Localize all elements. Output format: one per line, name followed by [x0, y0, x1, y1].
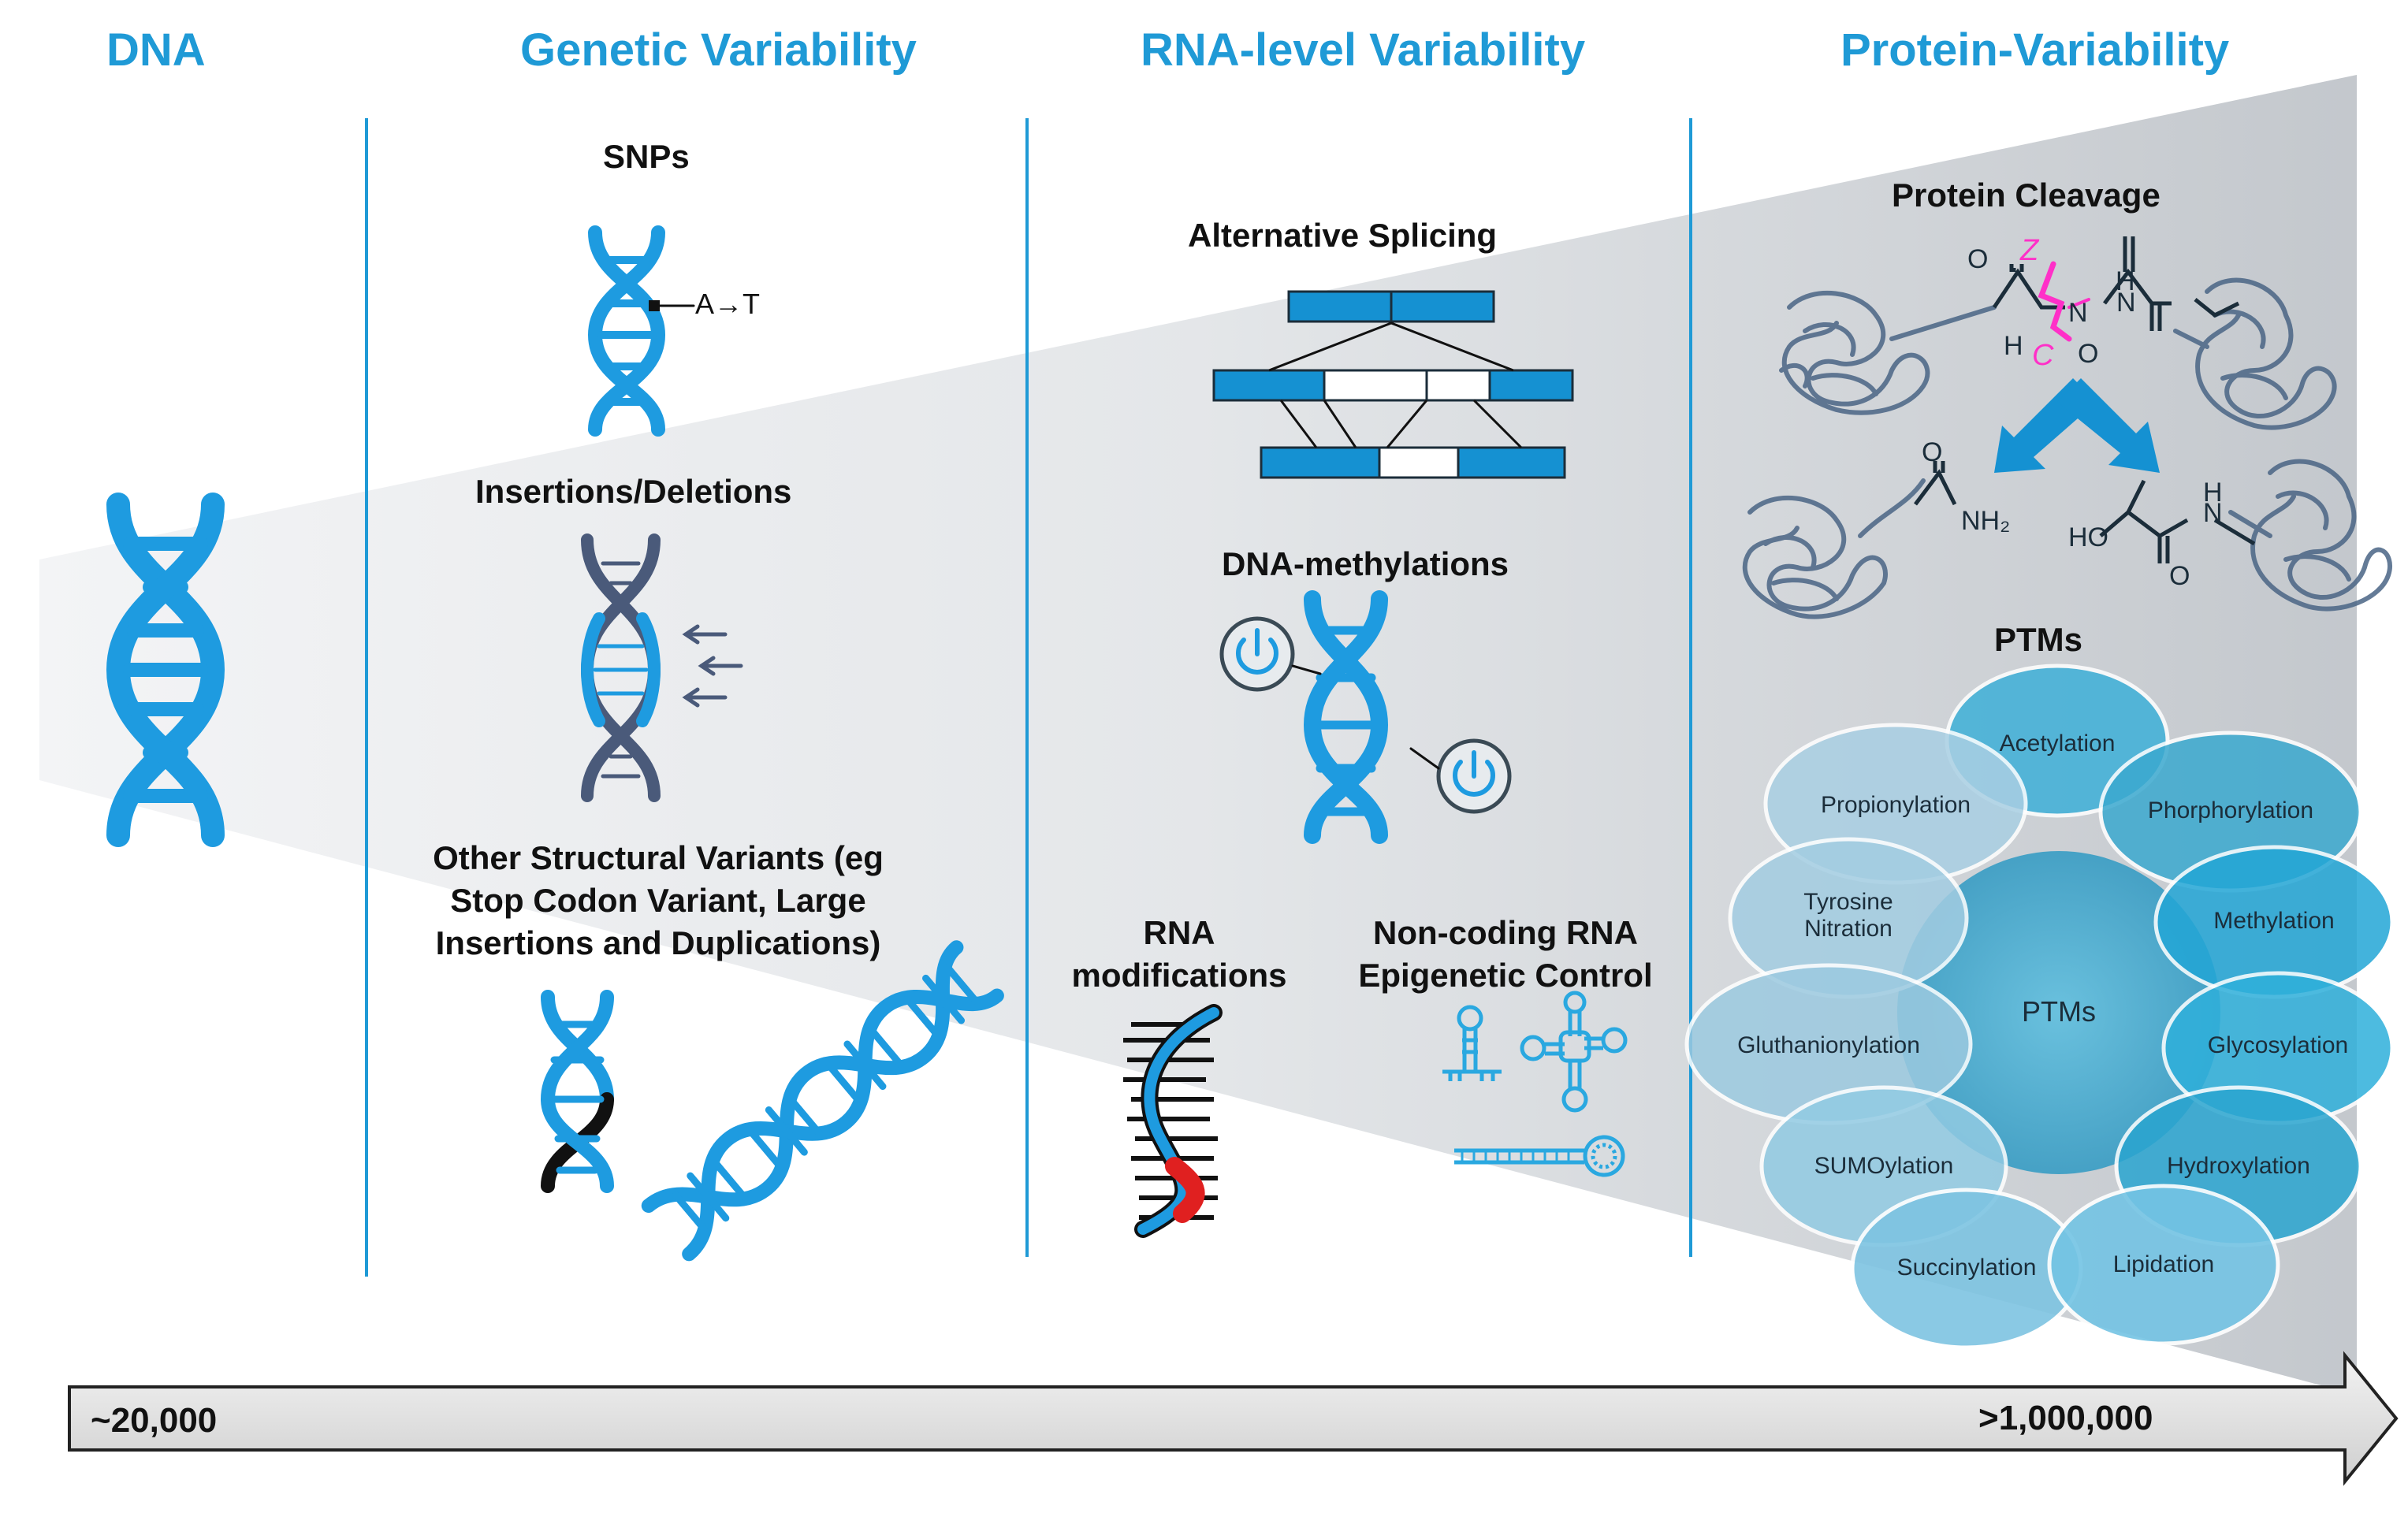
chem-atom: O — [1922, 437, 1943, 467]
ptm-label-tyrosine-line2: Nitration — [1804, 916, 1893, 942]
chem-atom-cleavage-z: Z — [2020, 234, 2039, 267]
cleavage-bonds — [1914, 236, 2256, 563]
protein-structure-icon — [2228, 459, 2392, 612]
ptm-label-glycosylation: Glycosylation — [2207, 1032, 2349, 1058]
dna-helix-icon — [106, 493, 225, 847]
protein-structure-icon — [1742, 478, 1926, 619]
label-rna-mods-line2: modifications — [1071, 957, 1287, 994]
power-icon — [1436, 738, 1512, 814]
structural-helix-icon — [540, 990, 614, 1193]
label-ncrna-line2: Epigenetic Control — [1358, 957, 1653, 994]
label-structural-line2: Stop Codon Variant, Large — [450, 882, 866, 919]
diagonal-helix-icon — [641, 940, 1004, 1262]
header-genetic-variability: Genetic Variability — [520, 24, 917, 76]
rna-modifications-icon — [1123, 1004, 1223, 1238]
header-protein-variability: Protein-Variability — [1840, 24, 2230, 76]
chem-atom: H — [2116, 266, 2135, 296]
label-structural-line1: Other Structural Variants (eg — [433, 839, 884, 876]
chem-atom-cleavage-c: C — [2032, 339, 2054, 372]
cleavage-arrow-right-icon — [2057, 378, 2160, 473]
scale-start-label: ~20,000 — [91, 1401, 218, 1440]
ptm-cluster — [1684, 664, 2395, 1350]
protein-structure-icon — [1779, 290, 1997, 415]
ptm-label-propionylation: Propionylation — [1820, 792, 1971, 818]
label-protein-cleavage: Protein Cleavage — [1892, 177, 2161, 214]
label-ptms-title: PTMs — [1994, 621, 2083, 658]
chem-atom: O — [2169, 561, 2190, 591]
label-rna-mods-line1: RNA — [1143, 914, 1215, 951]
dna-methylation-icon — [1219, 590, 1512, 844]
alternative-splicing-icon — [1212, 290, 1574, 479]
label-snps: SNPs — [603, 138, 690, 175]
indel-helix-icon — [580, 533, 743, 802]
ptm-label-phorphorylation: Phorphorylation — [2147, 797, 2314, 823]
ptm-label-lipidation: Lipidation — [2112, 1251, 2215, 1277]
ptm-center-label: PTMs — [2022, 995, 2096, 1028]
cleavage-site — [2038, 261, 2090, 342]
label-structural-line3: Insertions and Duplications) — [435, 924, 881, 961]
ptm-label-succinylation: Succinylation — [1896, 1255, 2037, 1281]
ptm-label-gluthanionylation: Gluthanionylation — [1737, 1032, 1920, 1058]
chem-atom: NH₂ — [1961, 506, 2011, 536]
snp-helix-icon — [587, 225, 695, 437]
chem-atom: O — [2078, 339, 2099, 369]
chem-atom: H — [2004, 331, 2023, 361]
chem-atom: N — [2203, 498, 2223, 528]
chem-atom: N — [2068, 298, 2088, 328]
ptm-circle-lipidation — [2047, 1184, 2280, 1346]
chem-atom: O — [1967, 244, 1989, 274]
scale-end-label: >1,000,000 — [1978, 1399, 2153, 1437]
ptm-label-acetylation: Acetylation — [1999, 730, 2116, 756]
chem-atom: N — [2116, 288, 2136, 318]
ptm-label-hydroxylation: Hydroxylation — [2167, 1153, 2310, 1179]
label-insertions-deletions: Insertions/Deletions — [475, 473, 792, 510]
scale-arrow — [68, 1351, 2399, 1486]
ptm-label-methylation: Methylation — [2213, 908, 2335, 934]
label-dna-methylations: DNA-methylations — [1222, 545, 1509, 582]
ptm-label-sumoylation: SUMOylation — [1814, 1153, 1954, 1179]
chem-atom: H — [2203, 478, 2223, 507]
ncrna-icon — [1442, 991, 1628, 1177]
ptm-center-circle — [1897, 851, 2220, 1174]
label-snp-substitution: A→T — [695, 288, 761, 320]
chem-atom: HO — [2068, 522, 2108, 552]
label-alternative-splicing: Alternative Splicing — [1188, 217, 1498, 254]
power-icon — [1219, 616, 1295, 692]
header-rna-variability: RNA-level Variability — [1141, 24, 1586, 76]
label-ncrna-line1: Non-coding RNA — [1373, 914, 1638, 951]
header-dna: DNA — [106, 24, 206, 76]
ptm-label-tyrosine-line1: Tyrosine — [1803, 889, 1893, 915]
